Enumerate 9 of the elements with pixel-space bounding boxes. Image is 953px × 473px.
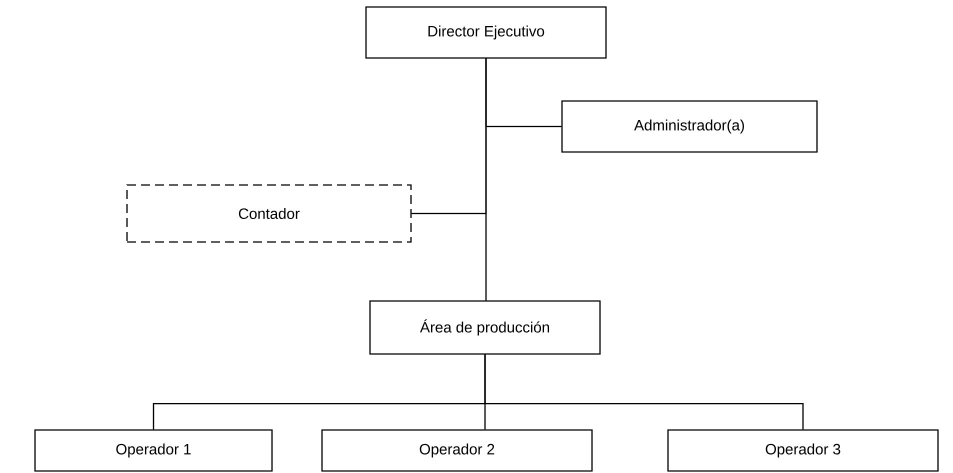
org-box: Operador 2 [321, 429, 593, 472]
org-box: Director Ejecutivo [365, 6, 607, 59]
org-box: Administrador(a) [561, 100, 818, 153]
dashed-box: Contador [126, 184, 412, 243]
org-box: Área de producción [369, 300, 601, 355]
org-box: Operador 3 [667, 429, 939, 472]
org-box: Operador 1 [34, 429, 273, 472]
connector-line [485, 58, 487, 300]
connector-line [484, 354, 804, 430]
